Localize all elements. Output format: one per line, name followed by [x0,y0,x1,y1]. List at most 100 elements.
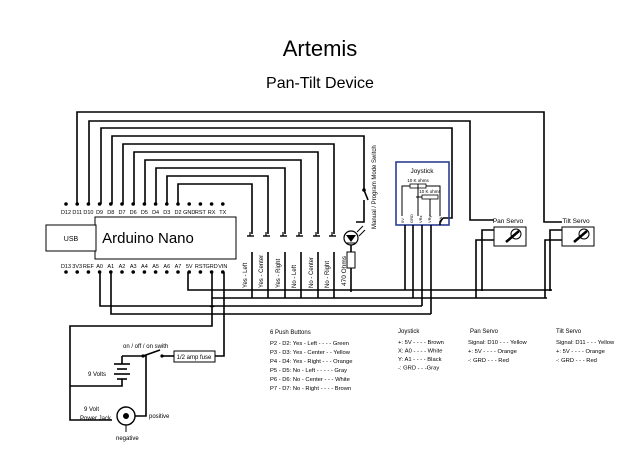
pin-label-5v: 5V [186,264,193,270]
joy-int-2 [426,185,441,216]
jack-positive-wire [135,355,147,417]
joystick-pot1-label: 10 K ohms [407,178,429,183]
jack-negative-label: negative [116,436,139,442]
pin-label-grd: GRD [205,264,217,270]
pan-servo-body [493,226,527,247]
pin-dot-rx [209,202,214,206]
pin-label-ref: REF [83,264,95,270]
pin-dot-a5 [153,270,158,274]
pin-dot-3v3 [75,270,79,274]
jack-label-1: 9 Volt [84,407,99,413]
battery-label: 9 Volts [88,372,106,378]
pin-label-d10: D10 [83,210,93,216]
pin-label-3v3: 3V3 [72,264,82,270]
pin-label-a5: A5 [152,264,159,270]
tilt-servo-label: Tilt Servo [562,218,590,225]
joy-lead-sw [439,217,444,225]
top-wires [76,111,562,234]
button-label: Yes - Center [259,255,265,288]
legend-pan-line: +: 5V - - - - Orange [468,349,517,355]
joystick-pin-vry: VRy [427,215,432,223]
pin-label-d2: D2 [174,210,181,216]
legend-pan-title: Pan Servo [470,329,499,335]
led-group: 470 Ohms Manual / Program Mode Switch [341,145,378,292]
joystick-pin-vrx: VRx [418,215,423,223]
legend-joystick-line: +: 5V - - - - Brown [398,340,444,346]
bus-lines [69,252,552,421]
push-buttons: Yes - Left Yes - Center Yes - Right No - Le… [243,232,336,288]
pin-dot-a3 [131,270,135,274]
legend-joystick-title: Joystick [398,329,420,335]
pin-label-a4: A4 [141,264,148,270]
legend-tilt-line: +: 5V - - - - Orange [556,349,605,355]
pin-label-tx: TX [219,210,226,216]
wire-ground-return [69,298,213,421]
battery-lead-bottom [70,379,123,387]
joy-int-1 [401,185,410,216]
button-label: No - Right [325,261,331,288]
wire-d7 [122,143,335,234]
jack-positive-label: positive [149,414,170,420]
button-label: Yes - Right [276,259,282,288]
led-ray-1 [356,225,364,233]
jack-label-2: Power Jack [80,416,112,422]
pan-servo: Pan Servo [475,218,527,298]
pin-label-gnd: GND [183,210,195,216]
legend-push-line: P3 - D3: Yes - Center - - Yellow [270,350,351,356]
page-title: Artemis [282,36,358,61]
bus-5v [187,272,552,291]
pin-dot-a6 [165,270,169,274]
pan-servo-5v [481,229,494,291]
legend-tilt-servo: Tilt Servo Signal: D11 - - - Yellow +: 5V… [556,329,615,364]
legend-tilt-title: Tilt Servo [556,329,582,335]
pan-servo-grd [475,239,494,298]
usb-label: USB [64,236,79,243]
joystick-pin-sw: SW [438,216,443,223]
pin-dot-rst [198,270,203,274]
button-label: No - Left [292,265,298,288]
pin-label-d4: D4 [152,210,159,216]
pin-label-d9: D9 [96,210,103,216]
pan-servo-label: Pan Servo [493,218,524,225]
tilt-servo-grd [544,239,562,298]
pin-label-d6: D6 [130,210,137,216]
resistor-label: 470 Ohms [341,255,348,286]
tilt-servo-5v [549,229,562,291]
pin-label-a6: A6 [163,264,170,270]
page-subtitle: Pan-Tilt Device [266,75,374,92]
power-section: on / off / on swith 1/2 amp fuse 9 Volts… [70,344,216,442]
arduino-board [94,216,237,260]
button-label: No - Center [309,257,315,288]
pin-label-rst: RST [195,210,207,216]
wire-d5 [144,159,302,234]
wire-d9 [100,127,453,219]
wire-d6 [133,151,319,234]
pin-label-rst: RST [195,264,207,270]
joystick-pot2-label: 10 K ohms [419,189,441,194]
power-switch-label: on / off / on swith [123,344,168,350]
wire-vin [215,272,225,357]
pin-dot-tx [221,202,225,206]
legend-push-line: P7 - D7: No - Right - - - - Brown [270,386,351,392]
arduino-label: Arduino Nano [102,230,194,247]
pin-label-vin: VIN [218,264,227,270]
pin-dot-d13 [64,270,68,274]
pin-dot-ref [86,270,91,274]
pin-label-d3: D3 [163,210,170,216]
button-label: Yes - Left [243,263,249,288]
legend-push-title: 6 Push Buttons [270,330,311,336]
tilt-servo-body [561,226,595,247]
legend-tilt-line: Signal: D11 - - - Yellow [556,340,615,346]
wire-d3 [166,175,269,234]
pin-label-rx: RX [208,210,216,216]
led-ray-2 [358,229,366,237]
pan-servo-arm [505,230,520,243]
resistor-icon [346,251,356,269]
bus-a1 [110,272,431,315]
